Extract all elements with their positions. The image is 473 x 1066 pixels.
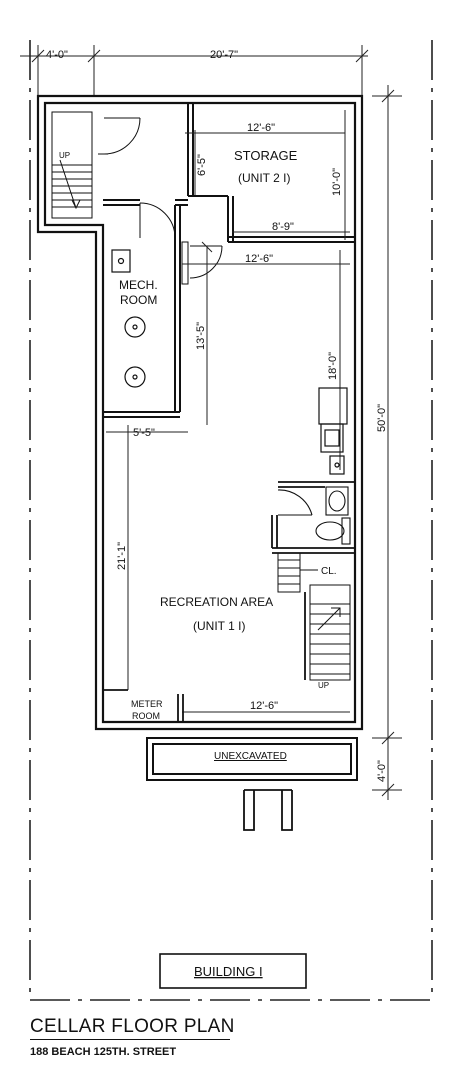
stair-up-top-label: UP xyxy=(59,151,70,160)
storage-label: STORAGE xyxy=(234,148,298,163)
unexcavated-area xyxy=(146,737,358,781)
mech-room-label-2: ROOM xyxy=(120,293,157,307)
dim-overall-height: 50'-0" xyxy=(376,404,388,432)
dim-rec-top-width: 12'-6" xyxy=(245,253,273,265)
kitchen-counter xyxy=(318,387,348,475)
plan-subtitle: 188 BEACH 125TH. STREET xyxy=(30,1046,177,1058)
bathroom xyxy=(271,481,355,554)
entry-door xyxy=(98,117,141,155)
dim-unexcavated-depth: 4'-0" xyxy=(376,760,388,782)
mech-room-walls xyxy=(103,199,188,418)
corridor-door xyxy=(181,241,223,285)
mech-room-label-1: MECH. xyxy=(119,278,158,292)
top-dimension-lines xyxy=(20,45,369,95)
storage-walls xyxy=(187,103,355,243)
floor-plan-drawing: 4'-0" 20'-7" 12'-6" 6'-5" 10'-0" 8'-9" 1… xyxy=(20,40,433,1001)
dim-storage-depth-left: 6'-5" xyxy=(196,154,208,176)
stair-up-bottom-label: UP xyxy=(318,681,329,690)
property-boundary xyxy=(29,40,433,1001)
plan-title-underline xyxy=(30,1039,230,1040)
dim-mech-height: 13'-5" xyxy=(195,322,207,350)
dim-storage-depth-right: 10'-0" xyxy=(331,168,343,196)
bottom-stair xyxy=(277,553,351,681)
bathroom-fixtures xyxy=(277,486,351,545)
meter-room-walls xyxy=(103,689,184,722)
meter-room-label-2: ROOM xyxy=(132,711,160,721)
rec-dimension-lines xyxy=(106,241,350,713)
storage-unit-label: (UNIT 2 I) xyxy=(238,171,290,185)
dim-right-mid: 18'-0" xyxy=(327,352,339,380)
right-dimension-lines xyxy=(372,85,402,800)
top-stair xyxy=(51,111,93,219)
entry-walkway xyxy=(243,789,293,831)
storage-dimension-lines xyxy=(185,110,350,240)
dim-top-left: 4'-0" xyxy=(46,49,68,61)
recreation-unit-label: (UNIT 1 I) xyxy=(193,619,245,633)
recreation-area-label: RECREATION AREA xyxy=(160,595,273,609)
dim-mech-width: 5'-5" xyxy=(133,427,155,439)
dim-rec-height: 21'-1" xyxy=(116,542,128,570)
exterior-walls xyxy=(36,94,364,731)
plan-title: CELLAR FLOOR PLAN xyxy=(30,1016,235,1037)
building-label-box xyxy=(159,953,307,989)
mech-equipment xyxy=(111,249,146,388)
closet-label: CL. xyxy=(321,566,337,577)
dim-storage-bottom: 8'-9" xyxy=(272,221,294,233)
mech-room-door xyxy=(139,202,176,239)
unexcavated-label: UNEXCAVATED xyxy=(214,751,287,762)
dim-storage-width: 12'-6" xyxy=(247,122,275,134)
building-label: BUILDING I xyxy=(194,964,263,979)
dim-rec-bottom-width: 12'-6" xyxy=(250,700,278,712)
meter-room-label-1: METER xyxy=(131,699,163,709)
dim-top-overall: 20'-7" xyxy=(210,49,238,61)
